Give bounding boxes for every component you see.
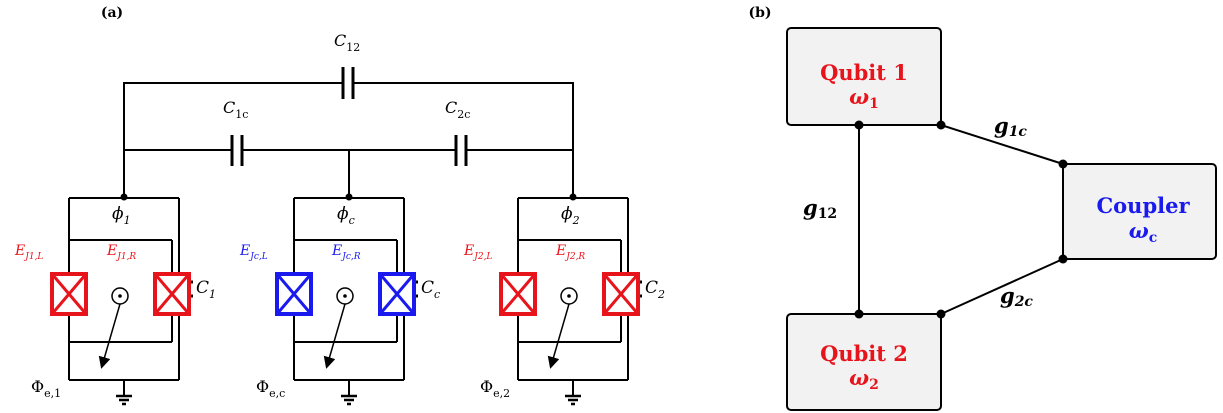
- c1c-label: C1c: [223, 98, 248, 121]
- c12-label: C12: [334, 31, 360, 54]
- node-dot: [936, 309, 946, 319]
- coupler-ej-right-label: EJc,R: [331, 243, 361, 262]
- coupler-title: Coupler: [1096, 193, 1190, 218]
- qubit2-ej-right-label: EJ2,R: [555, 243, 585, 262]
- coupling-rail: C1c C2c: [124, 98, 573, 192]
- g2c-label: g2c: [1000, 283, 1033, 310]
- qubit2-ej-left-label: EJ2,L: [463, 243, 492, 262]
- flux-arrow: [323, 303, 346, 369]
- qubit1-flux-label: Φe,1: [31, 377, 61, 400]
- qubit1-freq: ω1: [849, 84, 879, 112]
- qubit1-box: Qubit 1 ω1: [786, 27, 942, 126]
- panel-b: (b) Qubit 1 ω1 Qubit 2 ω2 Coupler ωc: [748, 5, 1217, 411]
- node-dot: [854, 309, 864, 319]
- panel-b-label: (b): [748, 5, 771, 21]
- node-dot: [1058, 254, 1068, 264]
- c12-branch: C12: [123, 31, 574, 192]
- node-dot: [569, 193, 577, 201]
- node-dot: [1058, 159, 1068, 169]
- qubit1-node-label: ϕ1: [112, 204, 131, 227]
- qubit2-node-label: ϕ2: [561, 204, 580, 227]
- node-dot: [120, 193, 128, 201]
- c2c-label: C2c: [445, 98, 470, 121]
- coupler-flux-label: Φe,c: [256, 377, 285, 400]
- panel-a-label: (a): [101, 5, 123, 21]
- qubit2-freq: ω2: [849, 365, 879, 393]
- g12-label: g12: [803, 195, 837, 222]
- qubit2-flux-label: Φe,2: [480, 377, 510, 400]
- qubit2-title: Qubit 2: [820, 341, 908, 366]
- g2c-link: [940, 258, 1064, 315]
- qubit1-ej-left-label: EJ1,L: [14, 243, 43, 262]
- g1c-label: g1c: [994, 113, 1027, 140]
- qubit1-ej-right-label: EJ1,R: [106, 243, 136, 262]
- qubit1-title: Qubit 1: [820, 60, 908, 85]
- flux-arrow: [547, 303, 570, 369]
- coupler-cap-label: Cc: [421, 278, 440, 301]
- coupler-node-label: ϕc: [337, 204, 355, 227]
- coupler-freq: ωc: [1129, 218, 1158, 246]
- node-dot: [854, 120, 864, 130]
- flux-arrow: [98, 303, 121, 369]
- node-dot: [936, 120, 946, 130]
- g1c-link: [940, 124, 1064, 165]
- coupler-box: Coupler ωc: [1062, 163, 1217, 260]
- coupler-ej-left-label: EJc,L: [239, 243, 268, 262]
- qubit2-cap-label: C2: [645, 278, 665, 301]
- qubit1-cap-label: C1: [196, 278, 216, 301]
- node-dot: [345, 193, 353, 201]
- qubit2-box: Qubit 2 ω2: [786, 313, 942, 411]
